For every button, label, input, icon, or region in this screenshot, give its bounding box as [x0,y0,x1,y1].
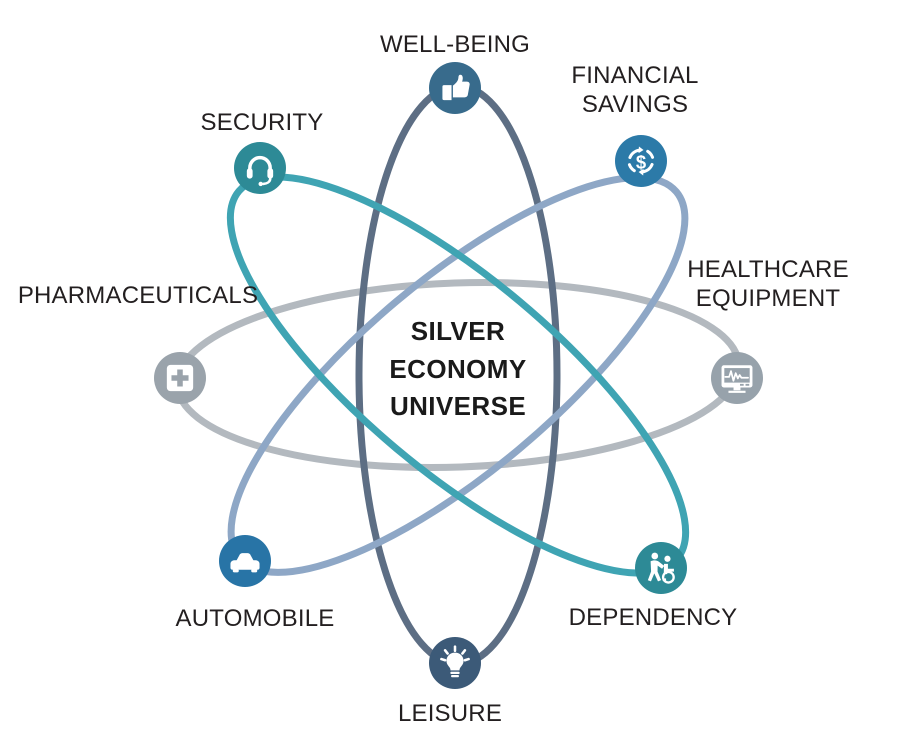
label-pharmaceuticals: PHARMACEUTICALS [17,282,259,309]
center-title: SILVER ECONOMY UNIVERSE [389,316,527,422]
lightbulb-icon [440,645,470,678]
nodes-layer: $ [154,62,763,689]
node-dependency[interactable] [635,542,687,594]
vital-monitor-icon [721,365,753,393]
node-security[interactable] [234,142,286,194]
label-leisure: LEISURE [397,700,503,727]
node-circle-financial-savings [615,135,667,187]
label-financial-savings: FINANCIAL SAVINGS [571,62,699,119]
label-healthcare-equipment: HEALTHCARE EQUIPMENT [687,256,849,313]
label-security: SECURITY [200,109,324,136]
medical-cross-icon [166,364,194,392]
node-leisure[interactable] [429,637,481,689]
node-automobile[interactable] [219,535,271,587]
label-well-being: WELL-BEING [379,31,531,58]
thumbs-up-icon [442,74,470,101]
node-pharmaceuticals[interactable] [154,352,206,404]
dollar-refresh-icon: $ [627,146,655,176]
wheelchair-care-icon [647,552,675,584]
car-icon [230,553,260,573]
node-circle-dependency [635,542,687,594]
node-healthcare-equipment[interactable] [711,352,763,404]
node-financial-savings[interactable]: $ [615,135,667,187]
headset-icon [246,155,274,187]
label-dependency: DEPENDENCY [568,604,738,631]
node-well-being[interactable] [429,62,481,114]
node-circle-security [234,142,286,194]
svg-text:$: $ [636,151,646,172]
label-automobile: AUTOMOBILE [175,605,335,632]
